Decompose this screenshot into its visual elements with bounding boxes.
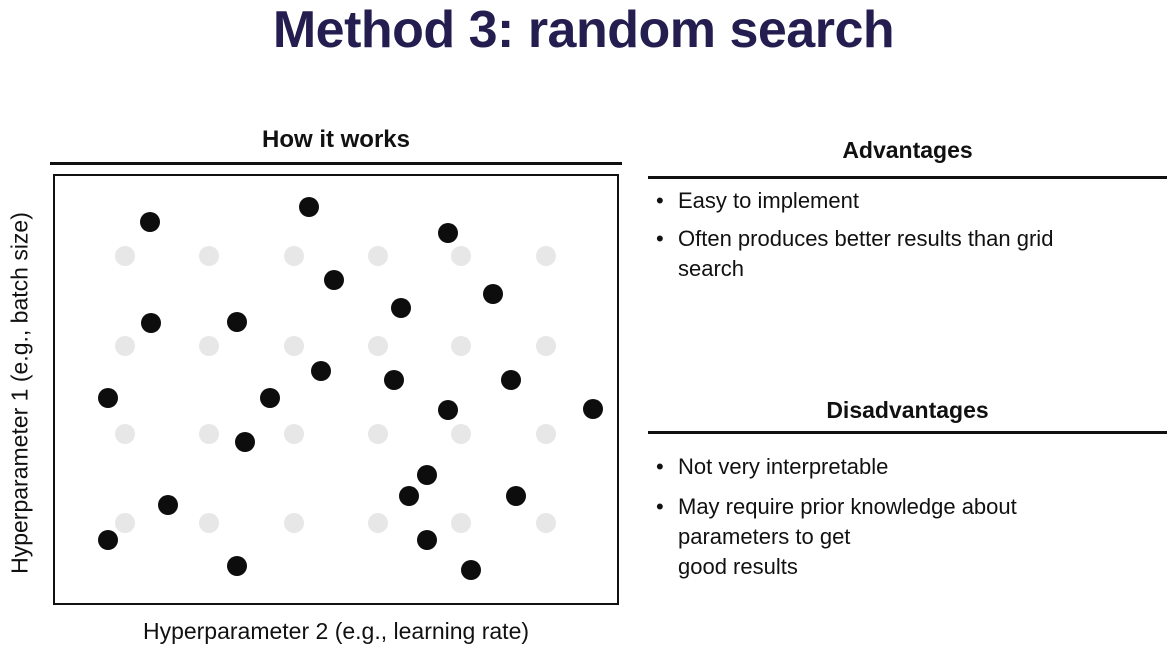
slide-title: Method 3: random search xyxy=(272,1,895,59)
list-item: • Easy to implement xyxy=(648,186,1167,216)
grid-dot xyxy=(198,335,219,356)
grid-dot xyxy=(283,424,304,445)
advantages-list: • Easy to implement • Often produces better… xyxy=(648,186,1167,292)
sample-dot xyxy=(483,283,504,304)
advantages-rule xyxy=(648,176,1167,179)
grid-dot xyxy=(451,335,472,356)
sample-dot xyxy=(140,212,161,233)
grid-dot xyxy=(198,424,219,445)
list-item: • Not very interpretable xyxy=(648,452,1167,482)
sample-dot xyxy=(582,399,603,420)
list-item: • Often produces better results than grid… xyxy=(648,224,1167,284)
sample-dot xyxy=(97,529,118,550)
grid-dot xyxy=(451,246,472,267)
y-axis-label: Hyperparameter 1 (e.g., batch size) xyxy=(6,212,33,574)
grid-dot xyxy=(114,335,135,356)
figure-heading: How it works xyxy=(261,126,411,153)
sample-dot xyxy=(391,298,412,319)
sample-dot xyxy=(235,431,256,452)
sample-dot xyxy=(438,400,459,421)
bullet-icon: • xyxy=(656,226,664,251)
sample-dot xyxy=(438,223,459,244)
disadvantages-heading: Disadvantages xyxy=(826,397,989,423)
disadvantages-rule xyxy=(648,431,1167,434)
bullet-icon: • xyxy=(656,188,664,213)
grid-dot xyxy=(114,424,135,445)
grid-dot xyxy=(451,424,472,445)
sample-dot xyxy=(324,269,345,290)
sample-dot xyxy=(259,388,280,409)
disadvantages-list: • Not very interpretable • May require prio… xyxy=(648,452,1167,592)
grid-dot xyxy=(198,512,219,533)
grid-dot xyxy=(198,246,219,267)
sample-dot xyxy=(311,360,332,381)
sample-dot xyxy=(461,560,482,581)
sample-dot xyxy=(506,486,527,507)
sample-dot xyxy=(227,556,248,577)
sample-dot xyxy=(398,486,419,507)
grid-dot xyxy=(535,512,556,533)
grid-dot xyxy=(114,246,135,267)
bullet-text: Not very interpretable xyxy=(678,454,889,479)
x-axis-label: Hyperparameter 2 (e.g., learning rate) xyxy=(142,618,530,644)
sample-dot xyxy=(227,312,248,333)
sample-dot xyxy=(298,196,319,217)
advantages-heading: Advantages xyxy=(842,137,973,163)
grid-dot xyxy=(368,246,389,267)
scatter-plot xyxy=(53,174,619,605)
grid-dot xyxy=(283,335,304,356)
sample-dot xyxy=(416,465,437,486)
grid-dot xyxy=(535,424,556,445)
grid-dot xyxy=(368,424,389,445)
bullet-icon: • xyxy=(656,454,664,479)
sample-dot xyxy=(157,495,178,516)
grid-dot xyxy=(283,512,304,533)
grid-dot xyxy=(368,512,389,533)
grid-dot xyxy=(535,246,556,267)
grid-dot xyxy=(283,246,304,267)
grid-dot xyxy=(368,335,389,356)
sample-dot xyxy=(140,313,161,334)
sample-dot xyxy=(501,370,522,391)
sample-dot xyxy=(98,388,119,409)
sample-dot xyxy=(383,370,404,391)
bullet-icon: • xyxy=(656,494,664,519)
figure-heading-rule xyxy=(50,162,622,165)
bullet-text: Often produces better results than grid … xyxy=(678,226,1054,281)
bullet-text: Easy to implement xyxy=(678,188,859,213)
list-item: • May require prior knowledge about param… xyxy=(648,492,1167,582)
bullet-text: May require prior knowledge about parame… xyxy=(678,494,1017,579)
sample-dot xyxy=(416,529,437,550)
grid-dot xyxy=(535,335,556,356)
grid-dot xyxy=(451,512,472,533)
grid-dot xyxy=(114,512,135,533)
